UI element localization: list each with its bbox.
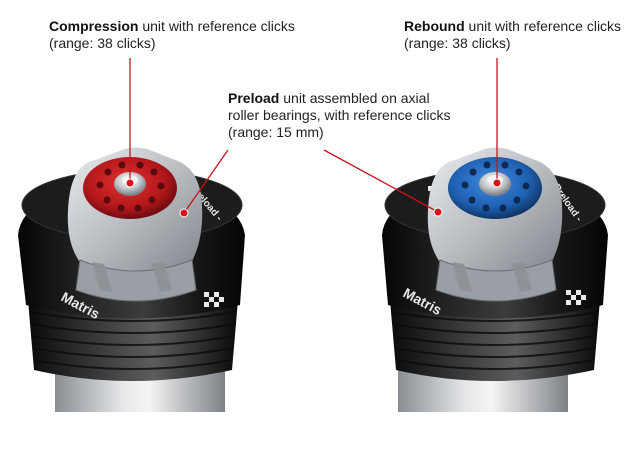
preload-title: Preload [228,90,280,106]
preload-range: (range: 15 mm) [228,124,324,140]
preload-callout-dot-right [433,207,443,217]
right-fork-cap: Matris + Preload - [382,147,608,412]
compression-title: Compression [49,18,139,34]
left-thread-section [28,300,238,381]
compression-callout-label: Compression unit with reference clicks (… [49,18,295,52]
rebound-callout-label: Rebound unit with reference clicks (rang… [404,18,621,52]
preload-callout-label: Preload unit assembled on axial roller b… [228,90,451,141]
rebound-desc: unit with reference clicks [464,18,622,34]
left-fork-cap: Matris + Preload - [18,147,245,412]
compression-callout-dot [125,178,135,188]
right-thread-section [390,300,600,381]
rebound-callout-dot [492,178,502,188]
left-knob-holes [96,161,165,212]
rebound-range: (range: 38 clicks) [404,35,511,51]
preload-desc-line2: roller bearings, with reference clicks [228,107,451,123]
rebound-title: Rebound [404,18,465,34]
compression-desc: unit with reference clicks [138,18,295,34]
preload-callout-line-right [323,149,439,213]
right-knob-holes [461,161,530,212]
preload-callout-dot-left [179,208,189,218]
preload-desc: unit assembled on axial [279,90,430,106]
compression-range: (range: 38 clicks) [49,35,156,51]
preload-callout-line-left [183,149,229,214]
left-checker-marks [204,292,224,307]
right-checker-marks [566,290,586,305]
